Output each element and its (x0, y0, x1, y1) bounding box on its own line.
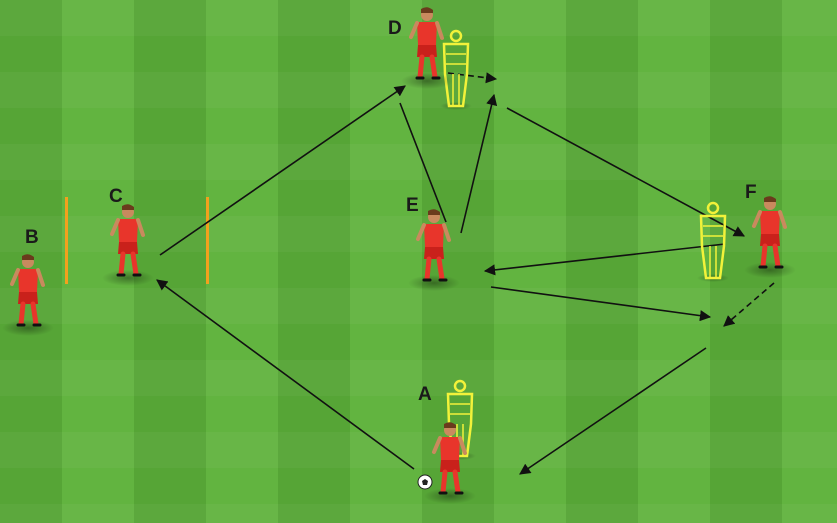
label-player-e: E (406, 195, 419, 216)
label-player-b: B (25, 227, 39, 248)
soccer-ball-icon (417, 474, 433, 490)
player-D (401, 7, 453, 89)
arrow-d-dribble (447, 72, 498, 84)
label-player-c: C (109, 186, 123, 207)
mannequin-icon (440, 29, 472, 110)
label-player-d: D (388, 18, 402, 39)
mannequin-icon (697, 201, 729, 282)
label-player-f: F (745, 182, 757, 203)
player-A (424, 422, 476, 504)
arrow-f-to-e (483, 243, 726, 276)
player-F (744, 196, 796, 278)
arrow-c-to-d (159, 85, 406, 256)
arrow-d-to-f (506, 107, 745, 237)
player-E (408, 209, 460, 291)
arrow-space-to-a (519, 347, 707, 475)
arrow-a-to-c (156, 279, 415, 470)
player-B (2, 254, 54, 336)
arrow-e-to-space (490, 286, 712, 322)
arrow-d-to-e (399, 102, 447, 223)
label-player-a: A (418, 384, 432, 405)
pole-icon (206, 197, 209, 284)
pole-icon (65, 197, 68, 284)
arrow-e-to-mannequin-d (460, 93, 498, 234)
pass-arrows (156, 72, 775, 475)
arrow-f-run (723, 282, 775, 327)
player-C (102, 204, 154, 286)
